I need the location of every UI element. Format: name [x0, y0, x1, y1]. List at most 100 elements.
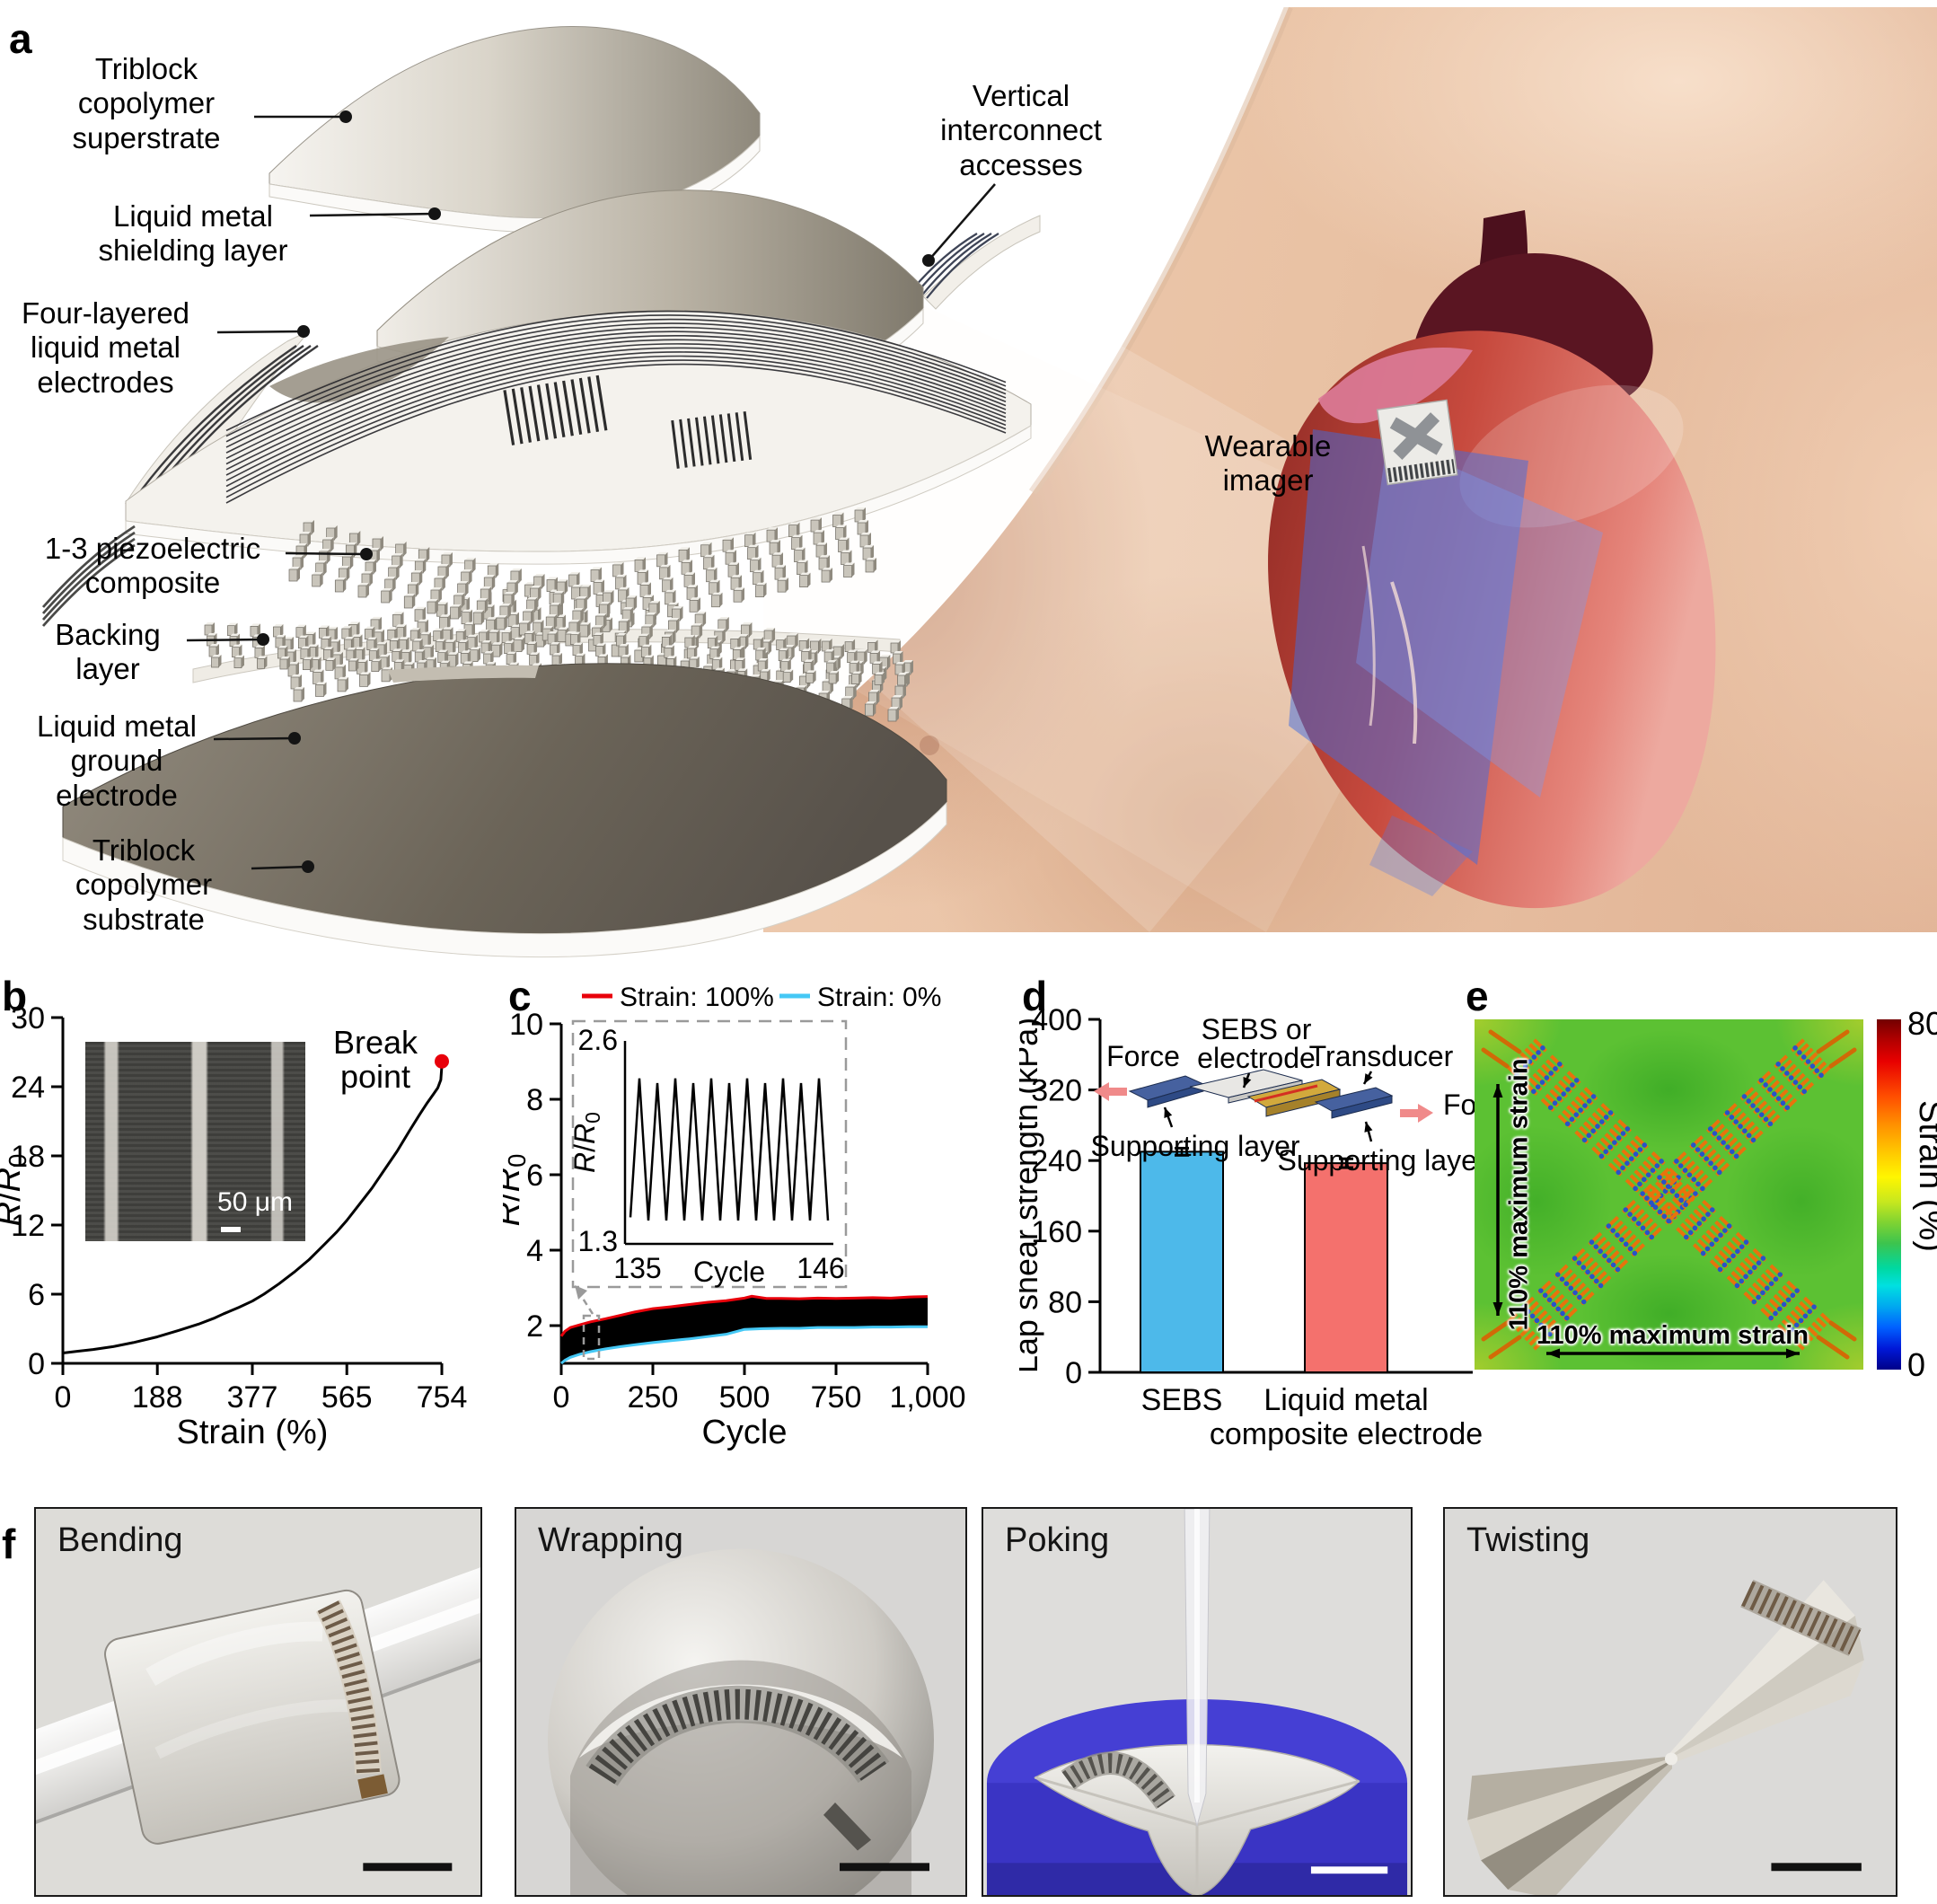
svg-text:6: 6 [526, 1159, 543, 1193]
svg-text:250: 250 [628, 1380, 679, 1415]
photo-wrapping-art [516, 1509, 965, 1895]
svg-text:188: 188 [132, 1380, 183, 1415]
photo-wrapping [515, 1507, 967, 1897]
shoulder-silhouette [763, 7, 1289, 766]
label-substrate: Triblock copolymer substrate [75, 833, 213, 936]
scale-bar [363, 1863, 453, 1872]
panel-letter-d: d [1022, 973, 1048, 1019]
photo-twisting [1443, 1507, 1897, 1897]
strain-map-overlay [1481, 1029, 1857, 1360]
svg-text:Supporting layer: Supporting layer [1090, 1130, 1299, 1162]
svg-text:30: 30 [11, 1001, 45, 1036]
svg-text:12: 12 [11, 1209, 45, 1243]
glass-rod [1184, 1509, 1211, 1828]
label-shielding: Liquid metal shielding layer [98, 199, 288, 268]
device-film [104, 1589, 401, 1845]
scale-bar [1771, 1863, 1862, 1872]
twisted-film [1467, 1579, 1864, 1895]
svg-text:Transducer: Transducer [1309, 1040, 1454, 1072]
electrode-trace-lines [225, 310, 1007, 504]
svg-text:0: 0 [553, 1380, 570, 1415]
panel-letter-a: a [9, 15, 32, 62]
electrode-comb-band [1741, 1581, 1862, 1655]
photo-poking [982, 1507, 1413, 1897]
svg-text:Strain: 100%: Strain: 100% [620, 983, 774, 1012]
photo-bending-art [36, 1509, 480, 1895]
svg-text:6: 6 [28, 1278, 45, 1312]
photo-label-bending: Bending [57, 1521, 183, 1559]
label-piezo: 1-3 piezoelectric composite [44, 532, 261, 600]
svg-text:Force: Force [1106, 1040, 1180, 1072]
svg-text:Break: Break [333, 1024, 418, 1061]
svg-text:135: 135 [613, 1252, 661, 1284]
svg-text:1.3: 1.3 [578, 1225, 618, 1257]
panel-letter-f: f [2, 1521, 16, 1567]
photo-label-twisting: Twisting [1466, 1521, 1590, 1559]
colorbar-title: Strain (%) [1912, 1100, 1937, 1252]
photo-label-wrapping: Wrapping [538, 1521, 683, 1559]
svg-text:2.6: 2.6 [578, 1024, 618, 1056]
svg-text:24: 24 [11, 1071, 45, 1105]
ground-electrode-tab [388, 665, 539, 683]
svg-text:2: 2 [526, 1309, 543, 1344]
label-via: Vertical interconnect accesses [940, 79, 1102, 181]
layer-substrate [62, 663, 947, 957]
colorbar-max-label: 800 [1907, 1005, 1937, 1042]
label-leader-lines [186, 115, 996, 870]
strain-map-panel: 110% maximum strain 110% maximum strain … [1464, 965, 1937, 1473]
photo-bending [34, 1507, 482, 1897]
label-superstrate: Triblock copolymer superstrate [72, 52, 221, 154]
photo-poking-art [983, 1509, 1411, 1895]
svg-text:10: 10 [509, 1008, 543, 1042]
sem-micrograph-inset: 50 μm [85, 1042, 305, 1241]
svg-text:Lap shear strength (kPa): Lap shear strength (kPa) [1019, 1018, 1044, 1373]
svg-text:Strain: 0%: Strain: 0% [817, 983, 941, 1012]
panel-letter-c: c [508, 973, 532, 1019]
svg-text:R/R0: R/R0 [0, 1154, 31, 1227]
exploded-device-render [41, 26, 1041, 957]
svg-text:Supporting layer: Supporting layer [1277, 1144, 1486, 1177]
max-strain-annotation-vertical: 110% maximum strain [1504, 1058, 1534, 1331]
label-wearable-imager: Wearable imager [1204, 429, 1332, 498]
svg-text:80: 80 [1048, 1285, 1082, 1319]
svg-text:18: 18 [11, 1140, 45, 1174]
sem-scale-label: 50 μm [217, 1187, 293, 1217]
svg-text:500: 500 [719, 1380, 770, 1415]
electrode-meander-block [671, 411, 753, 469]
chest-render-svg [763, 7, 1716, 932]
svg-text:750: 750 [811, 1380, 862, 1415]
svg-text:377: 377 [227, 1380, 278, 1415]
svg-text:240: 240 [1031, 1144, 1082, 1178]
svg-text:0: 0 [28, 1347, 45, 1381]
imaging-fan [763, 142, 1473, 932]
strain-colorbar [1877, 1019, 1901, 1370]
svg-text:320: 320 [1031, 1074, 1082, 1108]
svg-text:SEBS or: SEBS or [1202, 1013, 1312, 1045]
svg-text:1,000: 1,000 [889, 1380, 965, 1415]
svg-text:Strain (%): Strain (%) [177, 1414, 329, 1451]
svg-text:8: 8 [526, 1083, 543, 1117]
label-leader-dots [257, 110, 935, 873]
svg-text:160: 160 [1031, 1215, 1082, 1249]
label-electrodes: Four-layered liquid metal electrodes [21, 296, 190, 399]
max-strain-annotation-horizontal: 110% maximum strain [1536, 1321, 1809, 1350]
label-backing: Backing layer [55, 618, 161, 686]
panel-letter-e: e [1466, 973, 1489, 1019]
scale-bar [840, 1863, 929, 1872]
svg-text:754: 754 [417, 1380, 468, 1415]
svg-text:Liquid metal: Liquid metal [1263, 1383, 1428, 1417]
electrode-cable-bundle [41, 524, 136, 627]
panel-letter-b: b [2, 973, 28, 1019]
electrode-comb-band [1061, 1753, 1175, 1809]
svg-text:4: 4 [526, 1234, 543, 1268]
electrode-comb-band [588, 1688, 887, 1785]
svg-text:Cycle: Cycle [693, 1256, 765, 1288]
sem-scale-bar [221, 1227, 241, 1232]
photo-label-poking: Poking [1005, 1521, 1110, 1559]
svg-text:146: 146 [797, 1252, 844, 1284]
svg-text:R/R0: R/R0 [503, 1154, 531, 1227]
electrode-meander-block [503, 375, 608, 445]
scale-bar [1310, 1866, 1388, 1874]
